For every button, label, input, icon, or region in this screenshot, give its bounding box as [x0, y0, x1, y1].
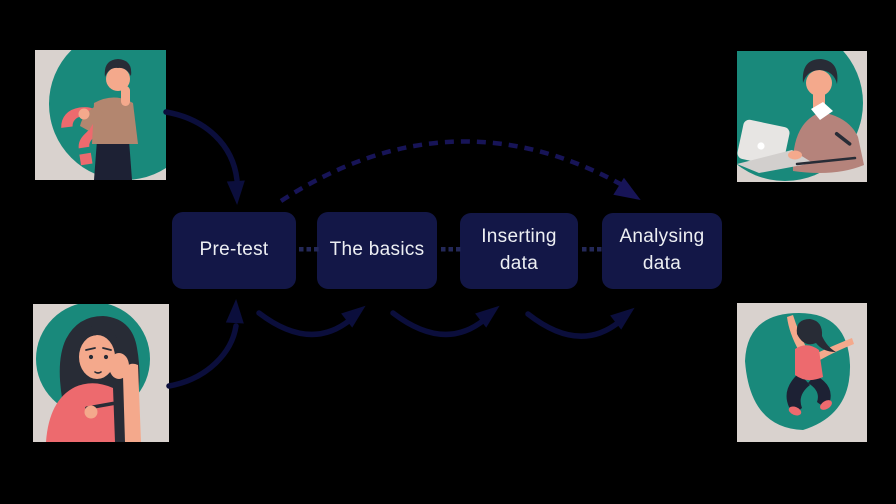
- left-brow: [85, 347, 96, 351]
- illustration-worried-woman: [33, 304, 169, 442]
- pen: [834, 131, 852, 146]
- right-shoe: [820, 400, 832, 410]
- left-hand: [78, 108, 90, 120]
- arrowhead-dashed-icon: [613, 177, 641, 201]
- step-box-inserting-data: Inserting data: [460, 213, 578, 289]
- dotted-connector-3: [582, 247, 602, 252]
- shirt: [46, 383, 115, 442]
- hand: [788, 150, 802, 160]
- laptop-logo: [757, 142, 765, 150]
- mouth: [94, 371, 102, 374]
- right-brow: [102, 347, 112, 351]
- left-shoe: [788, 406, 802, 416]
- desk-line: [795, 156, 857, 166]
- arrowhead-down-icon: [226, 180, 245, 205]
- top: [795, 345, 823, 381]
- collar: [811, 102, 833, 120]
- illustration-confused-man: ?: [35, 50, 166, 180]
- glasses-on-forehead: [80, 333, 119, 340]
- laptop-icon: [737, 119, 857, 173]
- hand-on-cheek: [109, 353, 129, 379]
- right-arm: [121, 86, 130, 106]
- confused-man-graphic: ?: [35, 50, 166, 180]
- right-eye: [103, 354, 109, 360]
- step-box-analysing-data: Analysing data: [602, 213, 722, 289]
- left-eye: [88, 354, 94, 360]
- outstretched-arm: [817, 338, 854, 360]
- raised-arm: [787, 315, 806, 351]
- arrow-dashed-skip-to-analysing: [279, 139, 626, 203]
- illustration-jumping-woman: [737, 303, 867, 442]
- worried-woman-graphic: [33, 304, 169, 442]
- step-label: Pre-test: [199, 239, 269, 261]
- arrow-inserting-to-analysing: [525, 311, 622, 339]
- arrow-pretest-to-basics: [256, 310, 353, 338]
- left-leg: [786, 373, 810, 412]
- hand-holding-pen: [84, 405, 98, 419]
- arrowhead-swoosh-icon: [341, 305, 366, 328]
- head: [806, 70, 832, 96]
- arm: [123, 363, 141, 442]
- left-arm: [80, 106, 104, 131]
- arrowhead-swoosh-icon: [610, 307, 635, 330]
- arrow-confused-man-to-pretest: [163, 109, 240, 183]
- step-label: Analysing data: [619, 226, 705, 274]
- hair: [104, 59, 132, 77]
- face: [79, 335, 115, 379]
- arrow-basics-to-inserting: [390, 310, 487, 338]
- arrowhead-up-icon: [225, 299, 244, 324]
- head: [106, 67, 130, 91]
- dotted-connector-1: [299, 247, 319, 252]
- fringe: [78, 325, 118, 348]
- step-box-pretest: Pre-test: [172, 212, 296, 289]
- worried-woman-figure: [46, 316, 141, 442]
- arrow-worried-woman-to-pretest: [166, 323, 239, 389]
- man-at-laptop-graphic: [737, 51, 867, 182]
- step-label: Inserting data: [481, 226, 557, 274]
- hair: [802, 59, 838, 84]
- illustration-man-at-laptop: [737, 51, 867, 182]
- jumping-woman-graphic: [737, 303, 867, 442]
- jumping-woman-figure: [786, 315, 854, 416]
- step-box-the-basics: The basics: [317, 212, 437, 289]
- arrowhead-swoosh-icon: [475, 305, 500, 328]
- step-label: The basics: [329, 239, 425, 261]
- jeans: [94, 140, 132, 180]
- t-shirt: [92, 97, 138, 144]
- right-leg: [808, 375, 831, 406]
- confused-man-figure: [78, 59, 138, 180]
- dotted-connector-2: [441, 247, 461, 252]
- hair: [796, 319, 836, 352]
